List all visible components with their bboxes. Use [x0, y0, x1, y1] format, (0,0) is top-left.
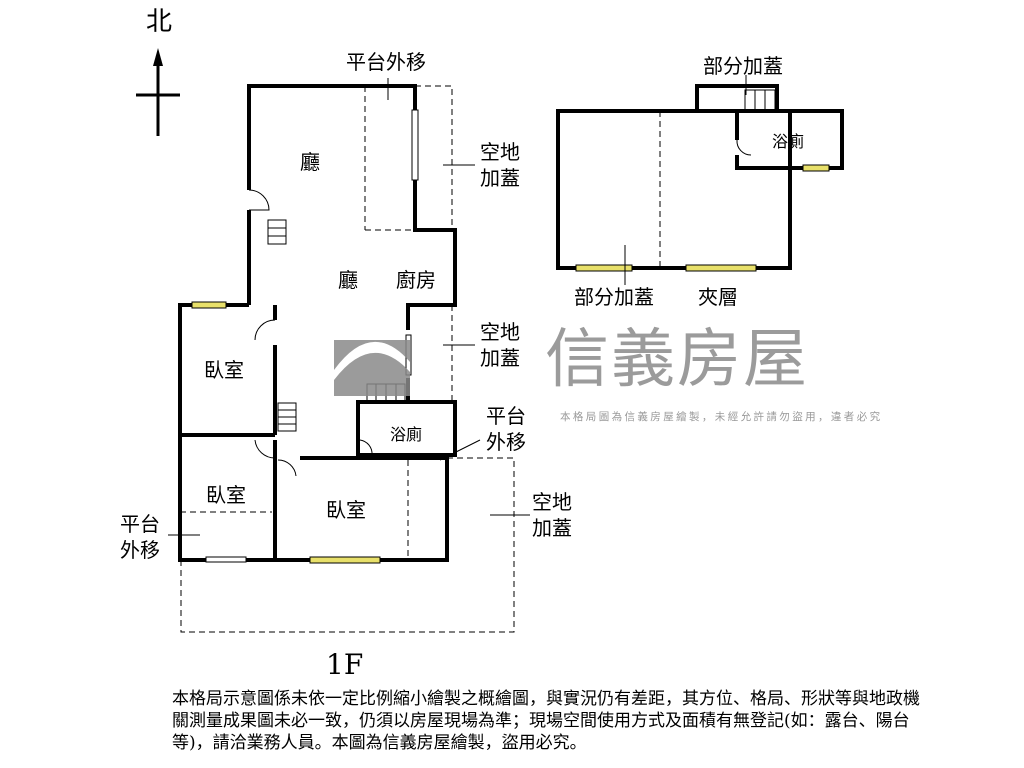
label-mezz-partial: 部分加蓋	[703, 54, 783, 78]
room-bedroom-lower: 臥室	[326, 498, 366, 522]
north-label: 北	[146, 7, 173, 37]
floor-label: 1F	[326, 648, 364, 681]
watermark-brand: 信義房屋	[545, 323, 809, 397]
label-platform-right-a: 平台	[486, 404, 526, 428]
door-icons	[248, 139, 752, 477]
label-mezz-loft: 夾層	[698, 285, 738, 309]
label-platform-right-b: 外移	[486, 430, 526, 454]
label-vacant-2b: 加蓋	[480, 346, 520, 370]
dashed-extensions	[180, 85, 661, 633]
watermark-logo	[334, 340, 410, 396]
label-platform-top: 平台外移	[346, 50, 426, 74]
label-vacant-1b: 加蓋	[480, 166, 520, 190]
room-bedroom-lower-left: 臥室	[206, 483, 246, 507]
room-kitchen: 廚房	[396, 268, 436, 292]
label-mezz-partial-bottom: 部分加蓋	[574, 285, 654, 309]
room-mezz-bath: 浴廁	[772, 132, 805, 151]
room-bedroom-left: 臥室	[204, 358, 244, 382]
label-vacant-2a: 空地	[480, 320, 520, 344]
label-vacant-3b: 加蓋	[532, 516, 572, 540]
label-vacant-3a: 空地	[532, 490, 572, 514]
watermark-notice: 本格局圖為信義房屋繪製，未經允許請勿盜用，違者必究	[560, 411, 883, 423]
label-vacant-1a: 空地	[480, 140, 520, 164]
disclaimer: 本格局示意圖係未依一定比例縮小繪製之概繪圖，與實況仍有差距，其方位、格局、形狀等…	[172, 689, 920, 753]
room-living: 廳	[338, 268, 358, 292]
label-platform-left-a: 平台	[120, 512, 160, 536]
compass-icon	[136, 48, 180, 136]
room-living-top: 廳	[300, 150, 320, 174]
leader-lines	[168, 75, 747, 536]
label-platform-left-b: 外移	[120, 538, 160, 562]
room-bath: 浴廁	[390, 425, 423, 444]
